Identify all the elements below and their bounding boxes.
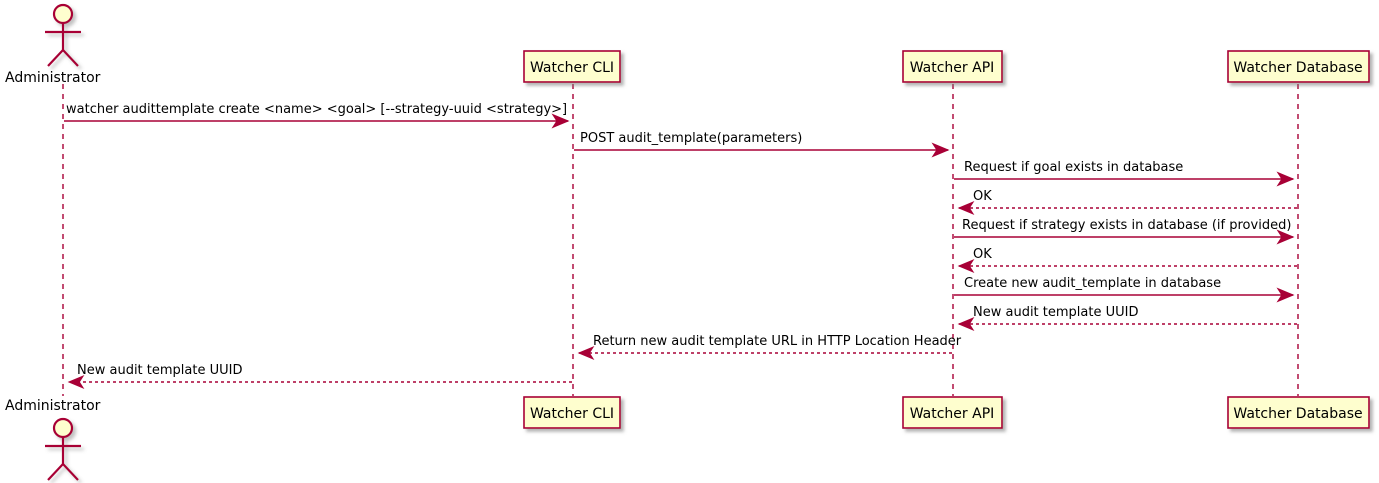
message-8-label: New audit template UUID [973,305,1138,320]
participant-watcher-api-top[interactable]: Watcher API [902,50,1003,83]
message-5-label: Request if strategy exists in database (… [962,218,1291,233]
message-7[interactable]: Create new audit_template in database [954,276,1295,303]
participant-box[interactable] [902,396,1003,429]
message-3-label: Request if goal exists in database [964,160,1183,175]
message-6[interactable]: OK [957,247,1297,273]
actor-head-icon [52,3,74,25]
participant-watcher-api-bottom-label: Watcher API [910,406,995,422]
message-7-label: Create new audit_template in database [964,276,1221,291]
message-10-label: New audit template UUID [77,363,242,378]
message-6-label: OK [973,247,992,262]
actor-administrator-top-label: Administrator [5,70,101,86]
participant-box[interactable] [523,50,621,83]
message-8[interactable]: New audit template UUID [957,305,1297,331]
actor-administrator-bottom-label: Administrator [5,398,101,414]
actor-head-icon [52,417,74,439]
actor-administrator-top-figure [45,3,81,67]
message-9[interactable]: Return new audit template URL in HTTP Lo… [577,334,962,360]
participant-watcher-api-top-label: Watcher API [910,60,995,76]
participant-watcher-database-bottom-label: Watcher Database [1233,406,1362,422]
actor-administrator-bottom[interactable]: Administrator [5,398,101,481]
message-5[interactable]: Request if strategy exists in database (… [954,218,1295,245]
message-9-label: Return new audit template URL in HTTP Lo… [593,334,962,349]
participant-watcher-database-top[interactable]: Watcher Database [1227,50,1370,83]
participant-watcher-database-top-label: Watcher Database [1233,60,1362,76]
message-4[interactable]: OK [957,189,1297,215]
actor-administrator-bottom-figure [45,417,81,481]
message-4-label: OK [973,189,992,204]
message-3[interactable]: Request if goal exists in database [954,160,1295,187]
participant-watcher-cli-top[interactable]: Watcher CLI [523,50,621,83]
participant-watcher-database-bottom[interactable]: Watcher Database [1227,396,1370,429]
participant-watcher-api-bottom[interactable]: Watcher API [902,396,1003,429]
actor-right-leg-icon [62,49,79,67]
participant-watcher-cli-bottom[interactable]: Watcher CLI [523,396,621,429]
lifelines-group [62,84,1299,396]
message-1[interactable]: watcher audittemplate create <name> <goa… [64,102,570,129]
participant-box[interactable] [902,50,1003,83]
participant-watcher-cli-bottom-label: Watcher CLI [530,406,614,422]
participant-box[interactable] [523,396,621,429]
actor-administrator-top[interactable]: Administrator [5,3,101,86]
participant-box[interactable] [1227,50,1370,83]
message-10[interactable]: New audit template UUID [67,363,572,389]
actor-left-leg-icon [47,463,64,481]
message-2-label: POST audit_template(parameters) [580,131,802,146]
actor-left-leg-icon [47,49,64,67]
participant-watcher-cli-top-label: Watcher CLI [530,60,614,76]
message-2[interactable]: POST audit_template(parameters) [574,131,950,158]
actor-right-leg-icon [62,463,79,481]
participant-box[interactable] [1227,396,1370,429]
message-1-label: watcher audittemplate create <name> <goa… [66,102,567,117]
